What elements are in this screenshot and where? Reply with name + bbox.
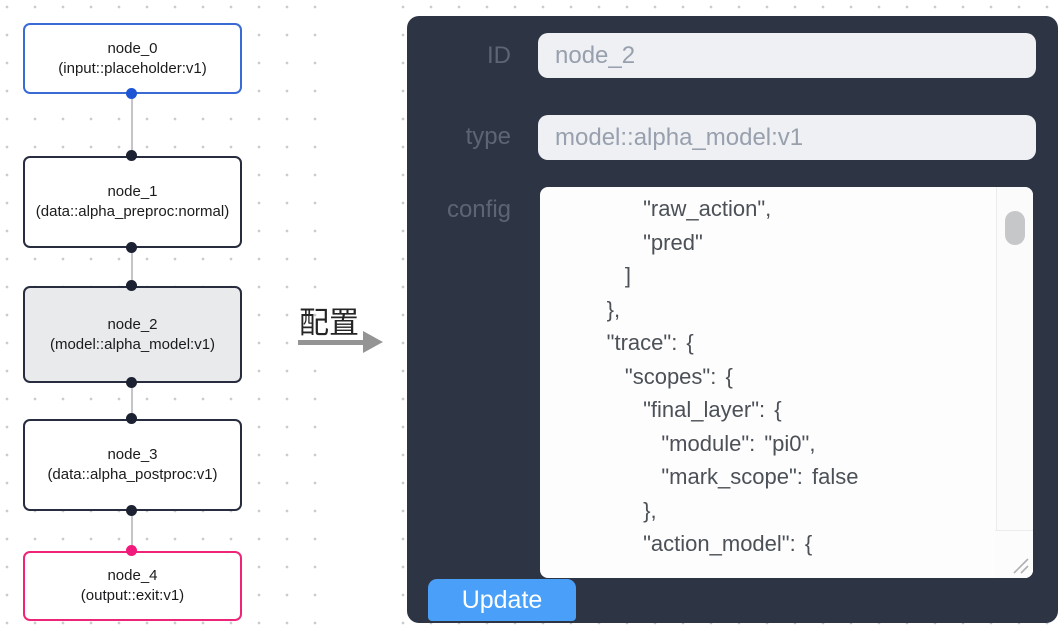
port-node2-output[interactable] [126, 377, 137, 388]
type-field-label: type [465, 123, 511, 150]
port-node3-input[interactable] [126, 413, 137, 424]
node-subtitle: (data::alpha_preproc:normal) [35, 203, 230, 220]
type-input[interactable]: model::alpha_model:v1 [538, 115, 1036, 160]
port-node1-input[interactable] [126, 150, 137, 161]
update-button[interactable]: Update [428, 579, 576, 621]
right-arrow-head-icon [363, 331, 383, 353]
node-config-panel: ID node_2 type model::alpha_model:v1 con… [407, 16, 1058, 623]
id-field-label: ID [487, 42, 511, 69]
node-title: node_2 [107, 315, 158, 333]
config-field-label: config [446, 196, 511, 223]
config-scrollbar-corner [995, 530, 1033, 578]
config-scrollbar-track[interactable] [996, 187, 1033, 578]
node-title: node_3 [107, 446, 158, 463]
flow-node-node4[interactable]: node_4 (output::exit:v1) [23, 551, 242, 621]
configure-annotation-label: 配置 [299, 307, 359, 340]
port-node2-input[interactable] [126, 280, 137, 291]
node-title: node_0 [107, 39, 158, 57]
port-node0-output[interactable] [126, 88, 137, 99]
node-title: node_1 [107, 183, 158, 200]
id-input[interactable]: node_2 [538, 33, 1036, 78]
edge-node3-node4 [131, 511, 133, 551]
edge-node1-node2 [131, 248, 133, 286]
resize-grip-icon[interactable] [1012, 557, 1030, 575]
flow-node-node3[interactable]: node_3 (data::alpha_postproc:v1) [23, 419, 242, 511]
port-node3-output[interactable] [126, 505, 137, 516]
node-subtitle: (model::alpha_model:v1) [49, 335, 216, 353]
edge-node2-node3 [131, 383, 133, 419]
config-json-text: "raw_action", "pred" ] }, "trace": { "sc… [606, 196, 859, 556]
node-subtitle: (input::placeholder:v1) [58, 59, 207, 77]
flow-node-node1[interactable]: node_1 (data::alpha_preproc:normal) [23, 156, 242, 248]
port-node4-input[interactable] [126, 545, 137, 556]
config-textarea[interactable]: "raw_action", "pred" ] }, "trace": { "sc… [540, 187, 1033, 578]
flow-node-node2-selected[interactable]: node_2 (model::alpha_model:v1) [23, 286, 242, 383]
node-subtitle: (output::exit:v1) [80, 587, 185, 604]
right-arrow-icon [298, 340, 363, 345]
node-subtitle: (data::alpha_postproc:v1) [47, 466, 218, 483]
config-scrollbar-thumb[interactable] [1005, 211, 1025, 245]
port-node1-output[interactable] [126, 242, 137, 253]
flow-node-node0[interactable]: node_0 (input::placeholder:v1) [23, 23, 242, 94]
node-title: node_4 [107, 567, 158, 584]
edge-node0-node1 [131, 94, 133, 156]
